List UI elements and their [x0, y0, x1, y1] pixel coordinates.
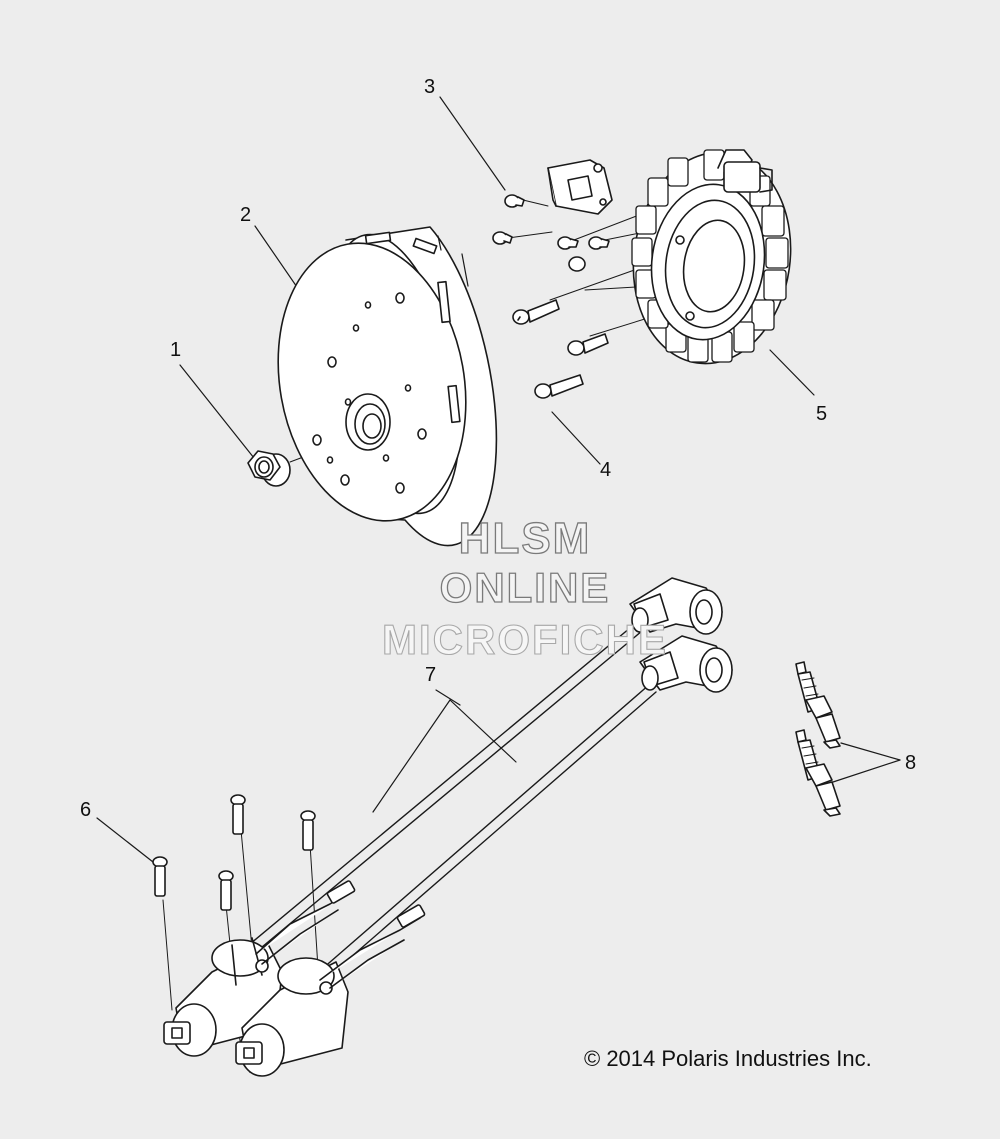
coil-leads	[249, 617, 657, 985]
spark-plug-boots	[629, 577, 733, 693]
sensor-screws	[492, 194, 525, 245]
stator-bolts	[512, 236, 610, 399]
copyright-notice: © 2014 Polaris Industries Inc.	[584, 1046, 872, 1071]
callout-6: 6	[80, 799, 92, 821]
stator	[631, 149, 792, 365]
watermark-line-2: ONLINE	[439, 563, 611, 611]
callout-2: 2	[240, 204, 252, 226]
watermark-line-1: HLSM	[458, 513, 592, 563]
pickup-sensor	[547, 159, 613, 215]
ignition-coils	[163, 880, 426, 1077]
spark-plugs	[795, 661, 841, 817]
callout-8: 8	[905, 752, 917, 774]
watermark-line-3: MICROFICHE	[381, 615, 668, 663]
flange-nut	[247, 450, 291, 487]
callout-3: 3	[424, 76, 436, 98]
callout-7: 7	[425, 664, 437, 686]
callout-5: 5	[816, 403, 828, 425]
leader-lines	[96, 96, 901, 863]
callout-4: 4	[600, 459, 612, 481]
flywheel	[277, 226, 498, 547]
coil-bolts	[152, 794, 316, 911]
callout-1: 1	[170, 339, 182, 361]
